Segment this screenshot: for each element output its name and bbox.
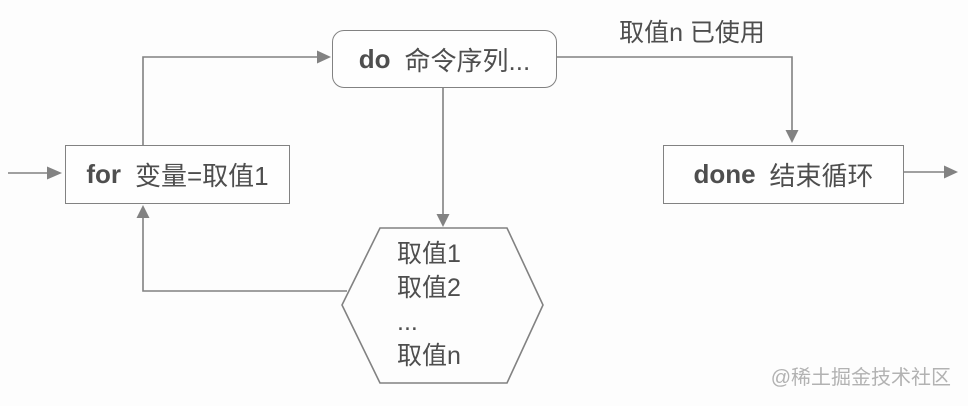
node-done: done 结束循环: [663, 145, 904, 204]
node-do: do 命令序列...: [332, 30, 557, 88]
edge-values-to-for: [136, 205, 347, 292]
done-keyword: done: [693, 159, 756, 189]
do-to-done-arrow-icon: [785, 130, 799, 143]
edge-done-exit: [904, 165, 958, 179]
values-to-for-arrow-icon: [136, 205, 150, 218]
node-values-text: 取值1 取值2 ... 取值n: [397, 237, 461, 373]
values-hexagon-shape: [341, 227, 544, 384]
edge-do-to-done: [557, 56, 799, 143]
values-to-for-line: [142, 218, 347, 292]
do-to-values-arrow-icon: [436, 214, 450, 227]
for-to-do-line: [142, 56, 317, 145]
value-line: 取值1: [397, 240, 461, 268]
edge-do-to-values: [436, 88, 450, 227]
done-label: 结束循环: [769, 161, 874, 191]
entry-arrow-icon: [47, 166, 62, 180]
edge-label-value-used: 取值n 已使用: [619, 19, 765, 47]
do-to-done-line: [557, 56, 793, 130]
value-line: ...: [397, 308, 418, 336]
edge-for-to-do: [142, 50, 331, 145]
do-label: 命令序列...: [404, 45, 531, 76]
value-line: 取值2: [397, 274, 461, 302]
watermark: @稀土掘金技术社区: [770, 367, 951, 389]
done-exit-arrow-icon: [944, 165, 958, 179]
do-keyword: do: [358, 43, 391, 74]
edge-entry-to-for: [8, 166, 62, 180]
for-keyword: for: [86, 159, 121, 189]
value-line: 取值n: [397, 342, 461, 370]
node-for: for 变量=取值1: [65, 145, 290, 204]
for-label: 变量=取值1: [135, 161, 269, 191]
for-to-do-arrow-icon: [317, 50, 331, 64]
